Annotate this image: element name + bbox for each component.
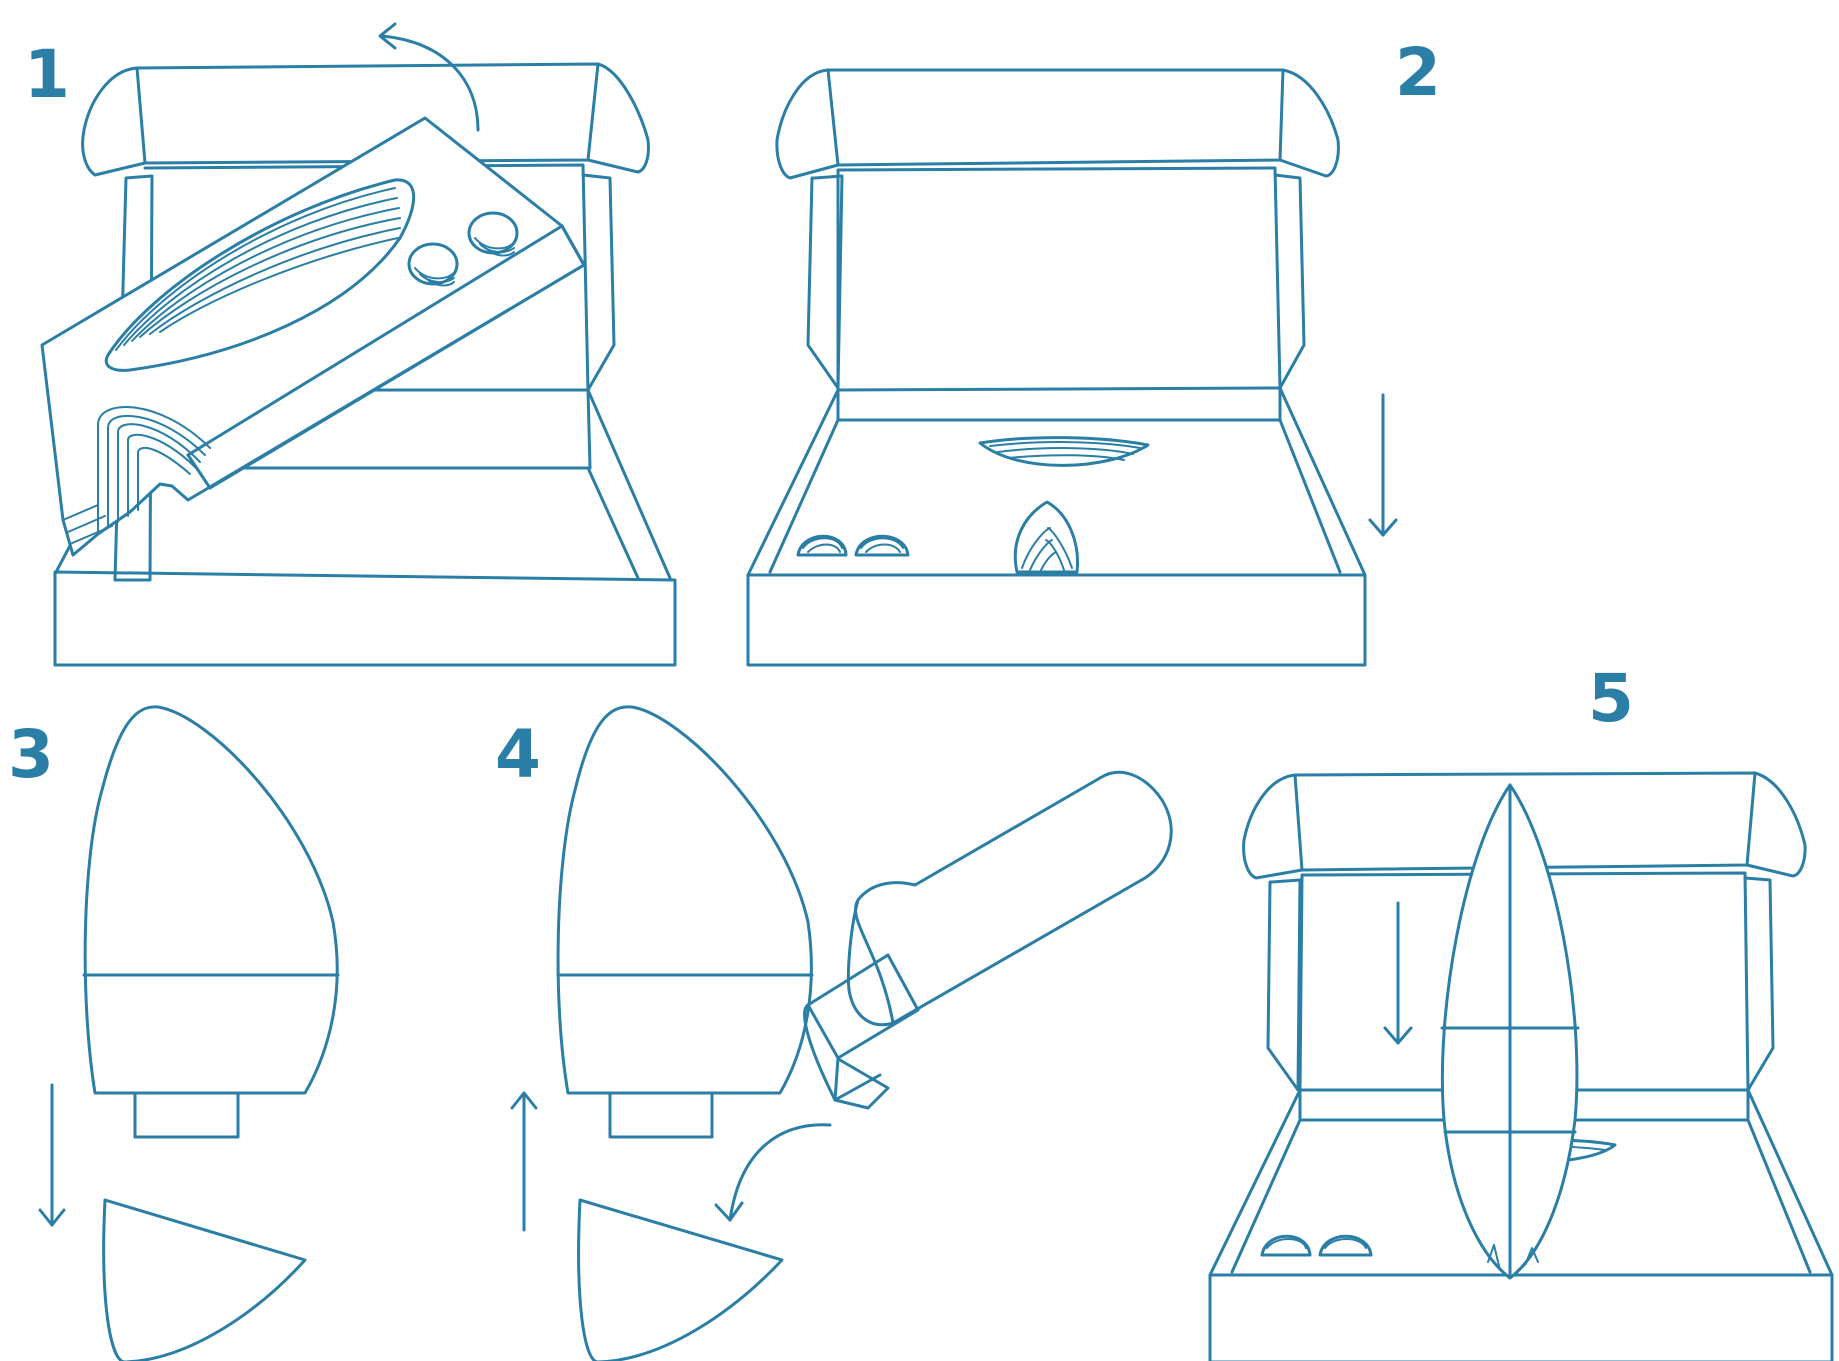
surfboard-model (1440, 783, 1580, 1280)
down-arrow-icon (1383, 901, 1413, 1045)
step-3-illustration (38, 705, 340, 1361)
down-arrow-icon (38, 1083, 66, 1227)
step-number-1: 1 (24, 36, 70, 113)
step-5-illustration (1208, 771, 1834, 1361)
step-number-5: 5 (1588, 660, 1634, 737)
step-number-2: 2 (1395, 34, 1441, 111)
foam-fin-holes (407, 211, 519, 287)
step-2-illustration (746, 68, 1398, 667)
board-slot (978, 436, 1150, 467)
glue-arrow-icon (714, 1123, 832, 1222)
step-number-3: 3 (8, 716, 54, 793)
foam-surfboard-cutout (104, 178, 416, 372)
down-arrow-icon (1368, 393, 1398, 537)
rotate-arrow-icon (378, 22, 480, 132)
fin-shaped-slot (1013, 500, 1080, 574)
foam-layers (62, 406, 211, 545)
step-number-4: 4 (495, 716, 541, 793)
fin-slots (1260, 1234, 1373, 1257)
fin-slots (796, 534, 910, 557)
up-arrow-icon (510, 1091, 538, 1232)
step-4-illustration (510, 705, 1173, 1361)
glue-bottle-icon (803, 770, 1173, 1110)
step-1-illustration (40, 22, 677, 667)
